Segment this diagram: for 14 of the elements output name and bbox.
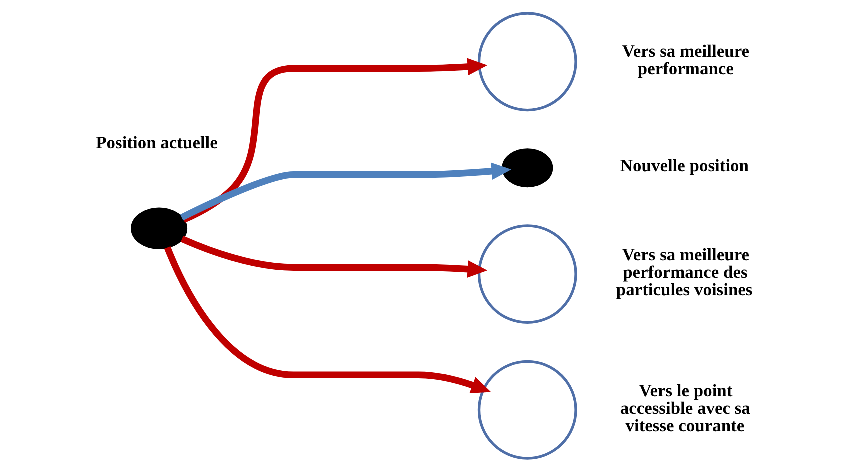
node-circle bbox=[478, 12, 578, 112]
node-label: Nouvelle position bbox=[620, 155, 750, 176]
node-label: Vers sa meilleure performance des particules voisines bbox=[616, 244, 753, 300]
node-circle bbox=[131, 208, 188, 250]
arrow bbox=[182, 58, 488, 223]
node-circle bbox=[478, 224, 578, 324]
node-label: Vers sa meilleure performance bbox=[622, 41, 750, 79]
node-label: Position actuelle bbox=[96, 132, 218, 152]
arrow bbox=[180, 236, 488, 278]
node-circle bbox=[502, 148, 554, 188]
arrow bbox=[180, 162, 512, 221]
arrow bbox=[164, 246, 492, 394]
node-label: Vers le point accessible avec sa vitesse courante bbox=[620, 380, 750, 436]
node-circle bbox=[478, 360, 578, 460]
